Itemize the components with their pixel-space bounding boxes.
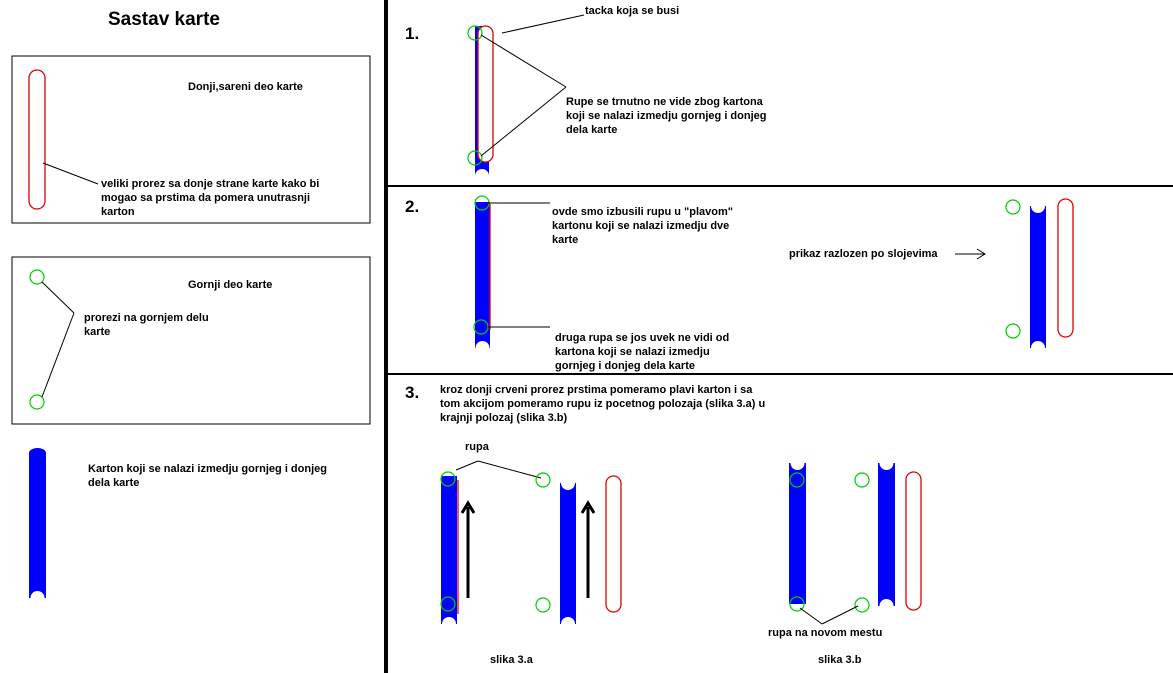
page-title: Sastav karte	[108, 9, 220, 30]
caption-3b: slika 3.b	[818, 654, 862, 666]
step1-bottom-ring	[467, 150, 483, 166]
step3b-ring-2-bottom	[854, 597, 870, 613]
bottom-slot	[28, 69, 46, 210]
step1-leader-a	[480, 34, 567, 88]
step3-number: 3.	[405, 383, 420, 402]
box2-bottom-hole	[29, 394, 45, 410]
step1-number: 1.	[405, 24, 420, 43]
step2-carton-bottom-notch	[475, 341, 490, 355]
hole-leader-right	[477, 460, 542, 479]
layers-top-ring	[1005, 199, 1021, 215]
hole-label: rupa	[465, 441, 489, 453]
step3a-carton-exploded-bottom-notch	[561, 617, 575, 631]
step1-slot	[477, 25, 494, 163]
box2-leader-top	[41, 281, 75, 314]
new-hole-leader-left	[799, 607, 823, 625]
step2-callout-bottom-line-3: gornjeg i donjeg dela karte	[555, 360, 695, 372]
step3a-bottom-ring	[440, 596, 456, 612]
step3b-carton-exploded	[878, 463, 895, 606]
step2-number: 2.	[405, 197, 420, 216]
hole-leader-left	[455, 460, 479, 471]
step2-carton	[475, 202, 490, 348]
step3a-ring-2-bottom	[535, 597, 551, 613]
step3b-carton	[789, 463, 806, 604]
layers-bottom-ring	[1005, 323, 1021, 339]
new-hole-leader-right	[821, 605, 859, 625]
step3-description-line-1: kroz donji crveni prorez prstima pomeram…	[440, 384, 753, 396]
step3b-top-ring	[789, 472, 805, 488]
step1-callout-line-2: koji se nalazi izmedju gornjeg i donjeg	[566, 110, 767, 122]
step3a-arrow-2-head	[580, 500, 596, 514]
step1-leader-b	[480, 86, 567, 157]
box1-leader	[42, 162, 99, 185]
layers-carton	[1030, 206, 1046, 348]
box1-note-line-2: mogao sa prstima da pomera unutrasnji	[101, 192, 311, 204]
box2-heading: Gornji deo karte	[188, 279, 273, 291]
step3b-carton-exploded-bottom-notch	[879, 599, 894, 613]
step3b-ring-2-top	[854, 472, 870, 488]
step2-callout-top-line-3: karte	[552, 234, 579, 246]
carton-note-line-1: Karton koji se nalazi izmedju gornjeg i …	[88, 463, 327, 475]
box1-heading: Donji,sareni deo karte	[188, 81, 303, 93]
step3a-carton-exploded-top-notch	[561, 476, 575, 490]
step3-description-line-3: krajnji polozaj (slika 3.b)	[440, 412, 568, 424]
layers-arrow-head	[976, 248, 986, 260]
layers-carton-top-notch	[1031, 199, 1045, 213]
step3b-carton-top-notch	[790, 456, 805, 470]
step2-callout-bottom-line-2: kartona koji se nalazi izmedju	[555, 346, 710, 358]
layers-carton-bottom-notch	[1031, 341, 1045, 355]
inner-carton-bottom-notch	[30, 591, 45, 605]
step3a-slot	[605, 475, 622, 613]
step3a-top-ring	[440, 471, 456, 487]
box1-note-line-3: karton	[101, 206, 135, 218]
step1-leader-top	[501, 14, 585, 34]
layers-slot	[1057, 198, 1074, 338]
box2-frame	[11, 256, 371, 425]
step3-description-line-2: tom akcijom pomeramo rupu iz pocetnog po…	[440, 398, 766, 410]
step3a-ring-2-top	[535, 472, 551, 488]
box1-frame	[11, 55, 371, 224]
step3a-carton-exploded	[560, 483, 576, 624]
layers-label: prikaz razlozen po slojevima	[789, 248, 938, 260]
step3a-carton-start	[441, 476, 457, 624]
step1-callout-top: tacka koja se busi	[585, 5, 680, 17]
step3b-slot	[905, 471, 922, 611]
box2-leader-bottom	[41, 312, 75, 398]
box2-note-line-1: prorezi na gornjem delu	[84, 312, 209, 324]
box2-note-line-2: karte	[84, 326, 111, 338]
step1-callout-line-3: dela karte	[566, 124, 618, 136]
step3a-carton-start-bottom-notch	[442, 617, 456, 631]
step1-carton-bottom-notch	[475, 169, 489, 183]
carton-note-line-2: dela karte	[88, 477, 140, 489]
step2-callout-bottom-line-1: druga rupa se jos uvek ne vidi od	[555, 332, 730, 344]
inner-carton	[29, 453, 46, 598]
step1-top-ring	[467, 25, 483, 41]
step1-callout-line-1: Rupe se trnutno ne vide zbog kartona	[566, 96, 763, 108]
step3a-arrow-1-head	[460, 500, 476, 514]
inner-carton-cap	[29, 448, 46, 458]
box2-top-hole	[29, 269, 45, 285]
step2-callout-top-line-1: ovde smo izbusili rupu u "plavom"	[552, 206, 733, 218]
step2-callout-top-line-2: kartonu koji se nalazi izmedju dve	[552, 220, 730, 232]
caption-3a: slika 3.a	[490, 654, 533, 666]
new-hole-label: rupa na novom mestu	[768, 627, 883, 639]
step3b-bottom-ring	[789, 596, 805, 612]
step3b-carton-exploded-top-notch	[879, 456, 894, 470]
box1-note-line-1: veliki prorez sa donje strane karte kako…	[101, 178, 320, 190]
